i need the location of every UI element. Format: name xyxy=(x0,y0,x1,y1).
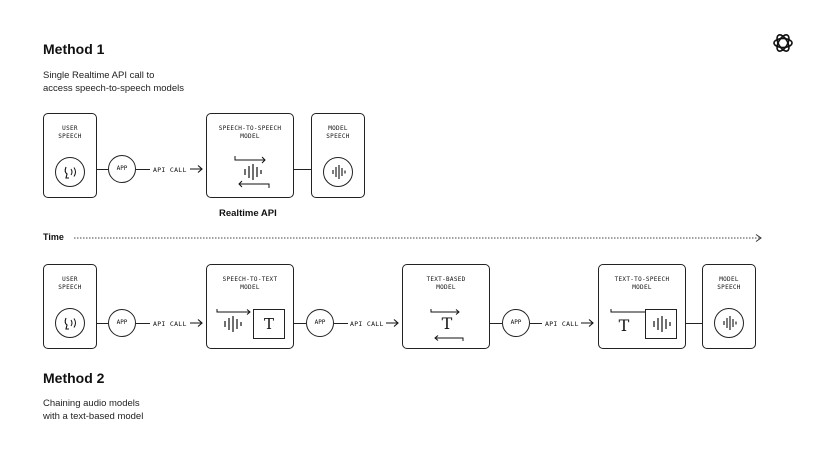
api-call-label-2: API CALL xyxy=(153,320,187,328)
openai-logo-icon xyxy=(773,34,793,52)
app-circle-4: APP xyxy=(502,309,530,337)
method1-title: Method 1 xyxy=(43,41,105,57)
app-circle-2: APP xyxy=(108,309,136,337)
user-speech-circle xyxy=(55,308,85,338)
loop-arrows-icon xyxy=(430,309,464,341)
user-speech-label: USER SPEECH xyxy=(58,276,82,291)
timeline-arrow xyxy=(74,234,762,242)
speech-to-text-label: SPEECH-TO-TEXT MODEL xyxy=(222,276,278,291)
arrow-right-icon xyxy=(581,319,594,327)
text-icon: T xyxy=(441,314,453,333)
text-icon: T xyxy=(618,316,630,335)
realtime-api-label: Realtime API xyxy=(219,208,277,219)
model-speech-label: MODEL SPEECH xyxy=(326,125,350,140)
text-to-speech-label: TEXT-TO-SPEECH MODEL xyxy=(614,276,670,291)
waveform-icon xyxy=(332,165,346,179)
app-circle-3: APP xyxy=(306,309,334,337)
speech-to-speech-label: SPEECH-TO-SPEECH MODEL xyxy=(218,125,282,140)
method2-title: Method 2 xyxy=(43,370,105,386)
model-speech-label: MODEL SPEECH xyxy=(717,276,741,291)
waveform-square xyxy=(645,309,677,339)
user-speech-box-1: USER SPEECH xyxy=(43,113,97,198)
arrow-right-icon xyxy=(386,319,399,327)
text-based-label: TEXT-BASED MODEL xyxy=(426,276,466,291)
speech-to-text-model-box: SPEECH-TO-TEXT MODEL T xyxy=(206,264,294,349)
api-call-label-3: API CALL xyxy=(350,320,384,328)
app-circle-1: APP xyxy=(108,155,136,183)
arrow-right-icon xyxy=(190,319,203,327)
text-to-speech-model-box: TEXT-TO-SPEECH MODEL T xyxy=(598,264,686,349)
arrow-right-icon xyxy=(190,165,203,173)
text-icon: T xyxy=(253,309,285,339)
method1-description: Single Realtime API call to access speec… xyxy=(43,70,184,94)
user-speech-label: USER SPEECH xyxy=(58,125,82,140)
method2-description: Chaining audio models with a text-based … xyxy=(43,398,144,422)
user-speech-box-2: USER SPEECH xyxy=(43,264,97,349)
model-speech-box-1: MODEL SPEECH xyxy=(311,113,365,198)
waveform-icon xyxy=(723,316,737,330)
user-speech-circle xyxy=(55,157,85,187)
speaking-head-icon xyxy=(64,166,76,179)
speech-to-speech-model-box: SPEECH-TO-SPEECH MODEL xyxy=(206,113,294,198)
waveform-icon xyxy=(216,309,251,332)
waveform-icon xyxy=(653,316,671,332)
model-speech-circle xyxy=(714,308,744,338)
speaking-head-icon xyxy=(64,317,76,330)
text-based-model-box: TEXT-BASED MODEL T xyxy=(402,264,490,349)
api-call-label-1: API CALL xyxy=(153,166,187,174)
waveform-icon xyxy=(234,156,270,188)
api-call-label-4: API CALL xyxy=(545,320,579,328)
model-speech-circle xyxy=(323,157,353,187)
model-speech-box-2: MODEL SPEECH xyxy=(702,264,756,349)
time-label: Time xyxy=(43,232,64,242)
